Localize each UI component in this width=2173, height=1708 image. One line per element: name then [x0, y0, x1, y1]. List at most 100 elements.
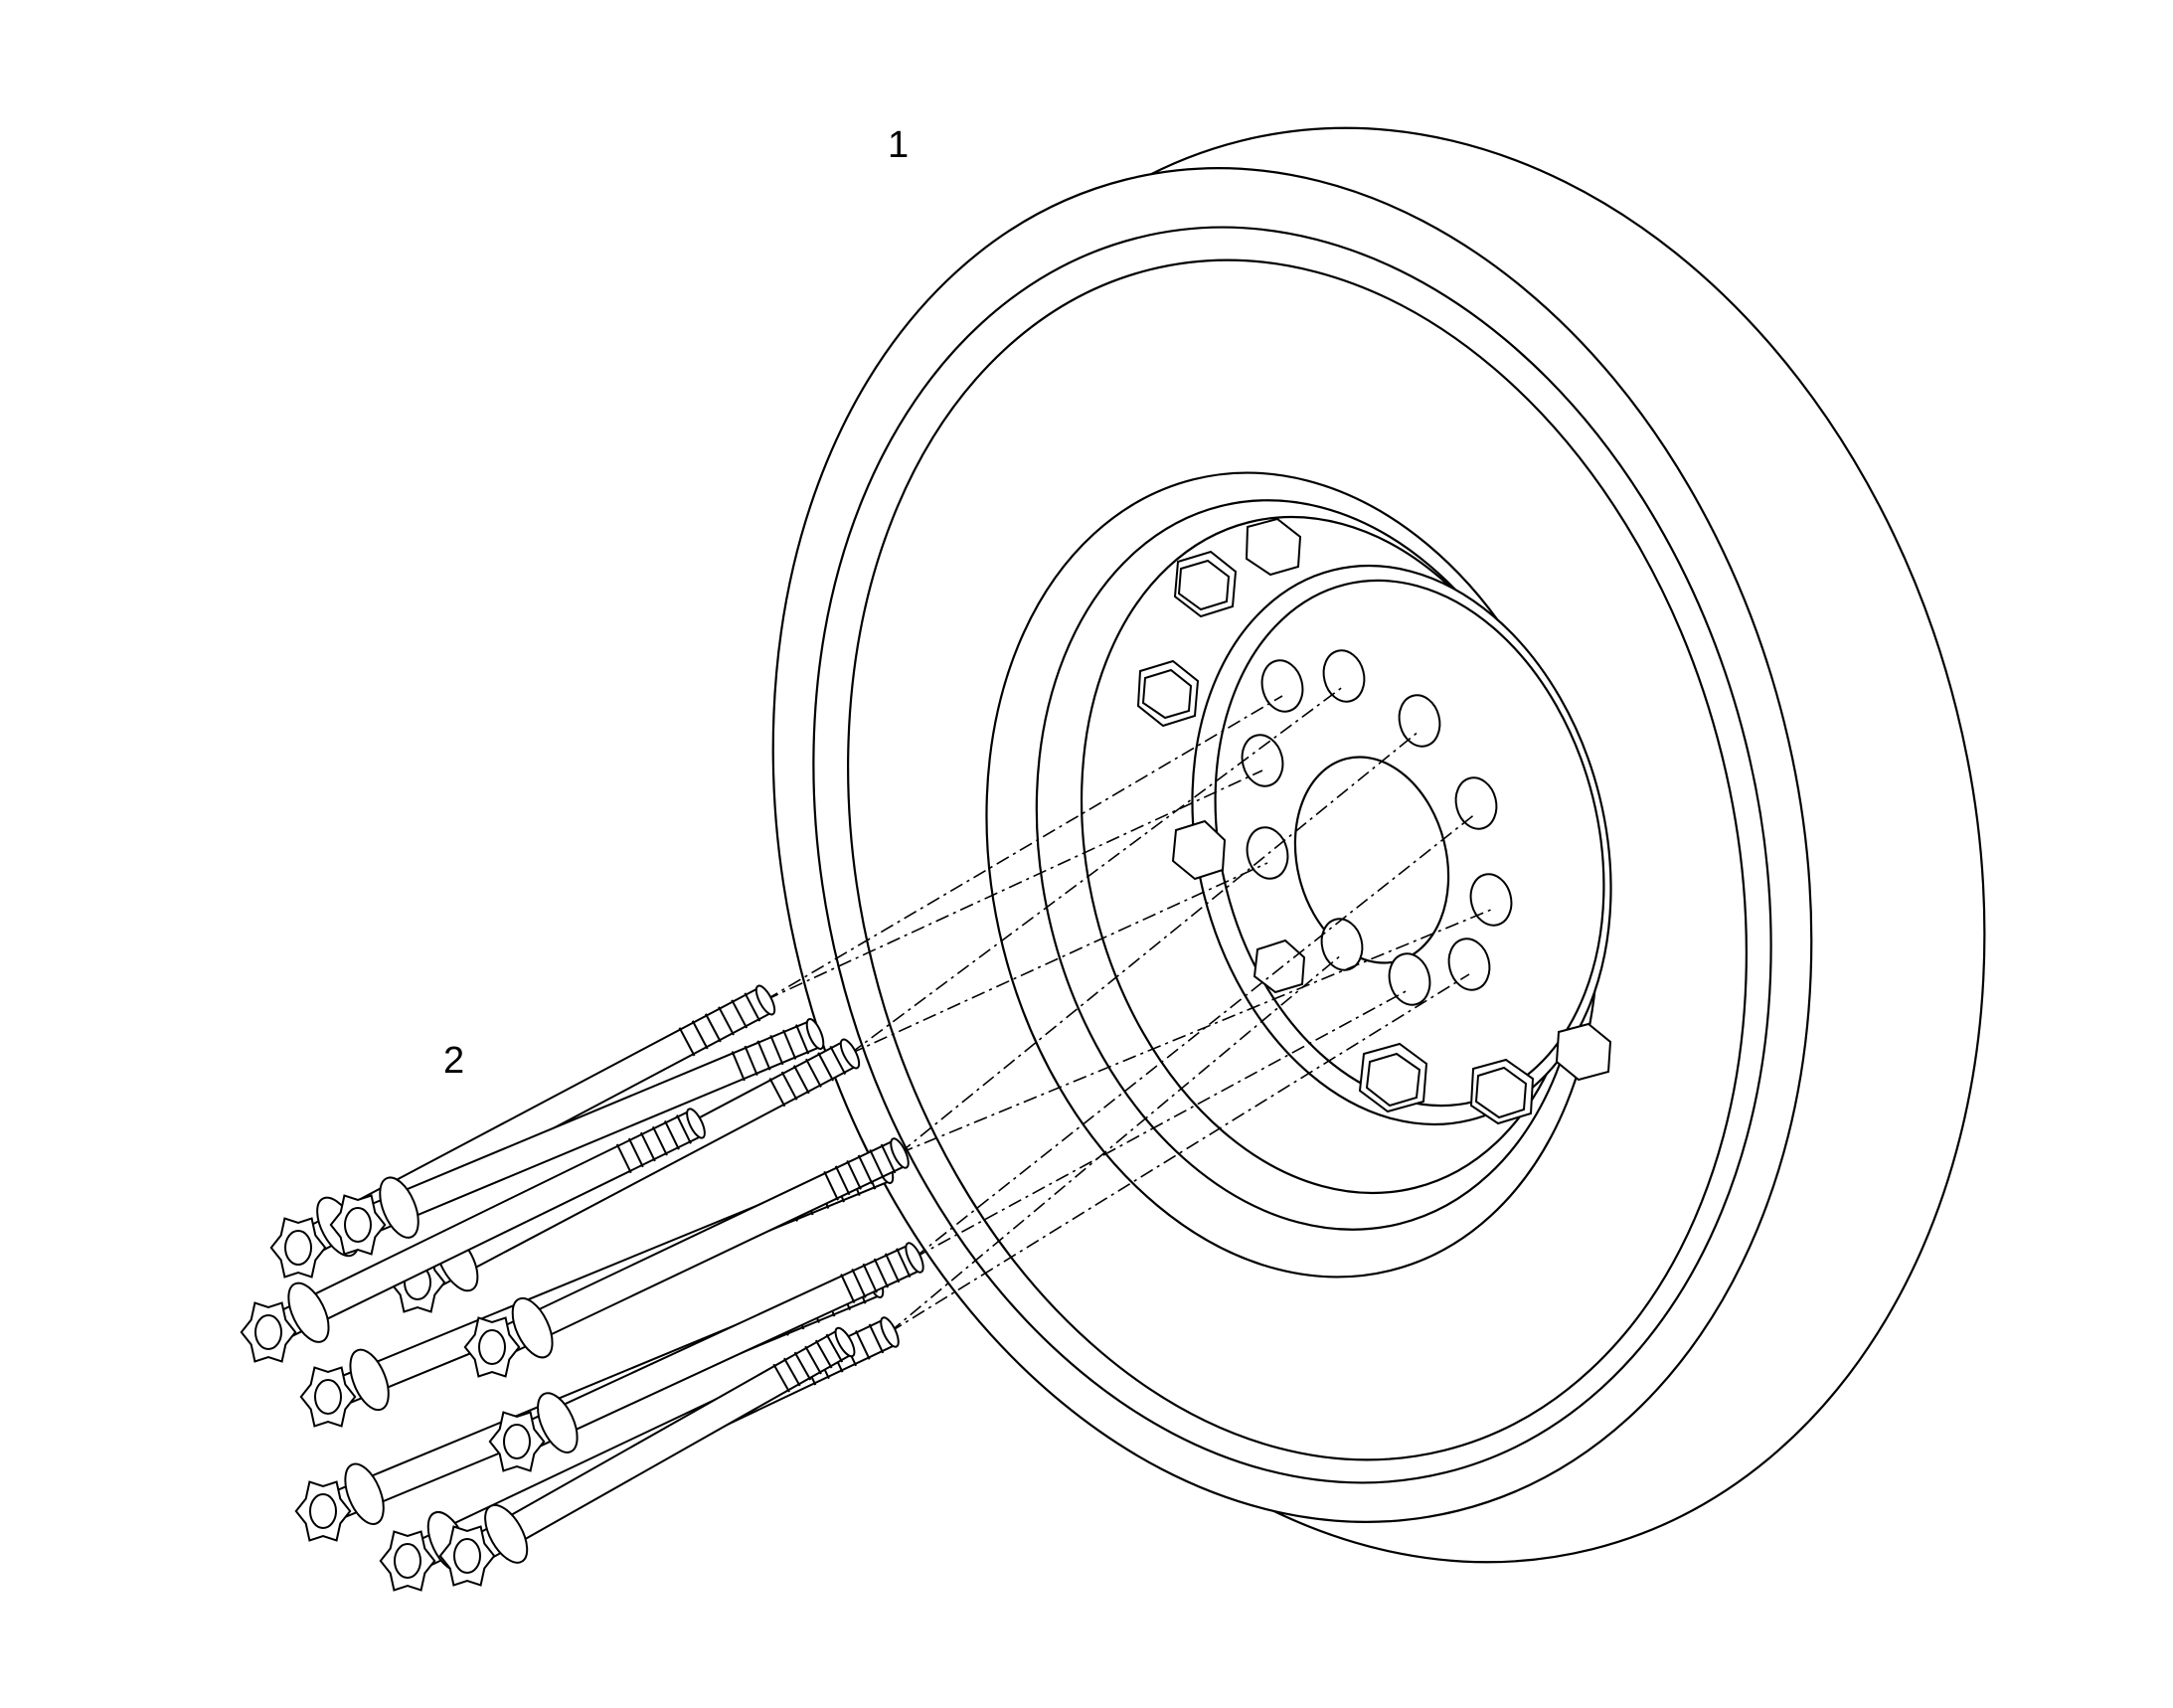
- bolt-collar: [379, 1176, 419, 1239]
- alignment-line: [889, 973, 1470, 1333]
- bolt-tip: [805, 1018, 825, 1050]
- thread-ring: [783, 1357, 801, 1387]
- thread-ring: [772, 1363, 790, 1393]
- thread-ring: [840, 1274, 856, 1304]
- thread-ring: [817, 1052, 835, 1082]
- thread-ring: [855, 1329, 871, 1360]
- bolt-tip: [686, 1108, 706, 1139]
- bolt-head-icon: [294, 1480, 352, 1542]
- bolt-collar: [344, 1462, 385, 1525]
- hub-hole: [1322, 649, 1366, 703]
- hub-hole: [1447, 938, 1491, 991]
- thread-ring: [896, 1248, 912, 1279]
- thread-ring: [768, 1078, 786, 1108]
- bolt: [438, 1326, 856, 1587]
- thread-ring: [846, 1159, 862, 1190]
- flywheel-bolt-heads: [1136, 517, 1612, 1125]
- bolt-head-icon: [299, 1366, 357, 1428]
- thread-ring: [868, 1323, 885, 1354]
- bolt: [488, 1242, 924, 1472]
- bolt-head-socket: [284, 1230, 312, 1266]
- thread-ring: [869, 1149, 885, 1179]
- alignment-line: [899, 730, 1421, 1154]
- bolt-collar: [511, 1296, 554, 1359]
- flywheel-part: [771, 126, 1986, 1564]
- thread-ring: [744, 992, 761, 1022]
- hub-hole: [1320, 918, 1364, 971]
- hub-hole: [1454, 776, 1498, 830]
- bolt: [329, 1018, 825, 1256]
- thread-ring: [731, 1051, 746, 1082]
- hub-hole: [1246, 826, 1289, 880]
- bolt-tip: [754, 984, 776, 1016]
- thread-ring: [880, 1143, 897, 1174]
- thread-ring: [873, 1258, 890, 1288]
- hub-hole: [1260, 659, 1304, 713]
- bolt-head-icon: [438, 1525, 496, 1587]
- alignment-line: [849, 685, 1345, 1055]
- bolt-head-socket: [314, 1379, 342, 1415]
- thread-ring: [782, 1029, 797, 1060]
- bolt-head-socket: [478, 1329, 506, 1365]
- thread-ring: [718, 1006, 735, 1036]
- thread-ring: [795, 1024, 810, 1055]
- bolt-head-socket: [309, 1493, 337, 1529]
- thread-ring: [627, 1137, 644, 1168]
- hub-hole: [1388, 952, 1431, 1006]
- callout-label-1: 1: [888, 124, 910, 166]
- bolt-bundle: [240, 984, 924, 1592]
- alignment-line: [914, 988, 1411, 1259]
- thread-ring: [862, 1263, 878, 1293]
- bolt-head-socket: [503, 1424, 531, 1459]
- hub-hole: [1398, 694, 1441, 748]
- thread-ring: [805, 1058, 822, 1088]
- bolt-collar: [287, 1281, 330, 1343]
- bolt-collar: [349, 1348, 390, 1412]
- bolt-head-socket: [453, 1538, 481, 1574]
- bolt-collar: [484, 1503, 529, 1564]
- bolt-head-icon: [1136, 659, 1200, 728]
- thread-ring: [884, 1253, 901, 1283]
- bolt-head-icon: [463, 1316, 521, 1378]
- bolt-head-icon: [488, 1411, 546, 1472]
- thread-ring: [639, 1131, 656, 1162]
- thread-ring: [825, 1333, 844, 1363]
- bolt-head-icon: [269, 1217, 327, 1279]
- hub-holes: [1241, 649, 1513, 1006]
- bolt-head-icon: [379, 1530, 436, 1592]
- thread-ring: [691, 1020, 709, 1050]
- hub-hole: [1241, 734, 1284, 787]
- callout-label-2: 2: [443, 1040, 465, 1082]
- thread-ring: [823, 1170, 839, 1201]
- bolt-head-icon: [1173, 550, 1238, 618]
- thread-ring: [615, 1143, 632, 1174]
- thread-ring: [857, 1154, 874, 1185]
- bolt-head-socket: [344, 1207, 372, 1243]
- thread-ring: [851, 1268, 867, 1298]
- thread-ring: [651, 1125, 668, 1156]
- bolt: [463, 1137, 910, 1378]
- bolt-head-socket: [394, 1543, 421, 1579]
- thread-ring: [793, 1351, 812, 1381]
- thread-ring: [664, 1119, 680, 1150]
- bolt-collar: [537, 1392, 579, 1453]
- thread-ring: [780, 1071, 798, 1101]
- alignment-line: [764, 695, 1283, 1001]
- bolt-head-icon: [1555, 1022, 1612, 1082]
- thread-ring: [792, 1065, 810, 1095]
- bolt-head-icon: [1171, 819, 1227, 881]
- flywheel-face-ring: [847, 258, 1748, 1461]
- bolt-tip: [880, 1316, 900, 1348]
- thread-ring: [678, 1027, 696, 1057]
- bolt-head-icon: [1358, 1042, 1428, 1113]
- bolt-head-icon: [1469, 1058, 1535, 1125]
- thread-ring: [834, 1165, 851, 1196]
- alignment-lines: [764, 685, 1492, 1333]
- bolt-tip: [834, 1326, 856, 1358]
- bolt-tip: [905, 1242, 924, 1274]
- alignment-line: [914, 812, 1477, 1259]
- bolt-tip: [839, 1038, 861, 1070]
- thread-ring: [814, 1339, 833, 1369]
